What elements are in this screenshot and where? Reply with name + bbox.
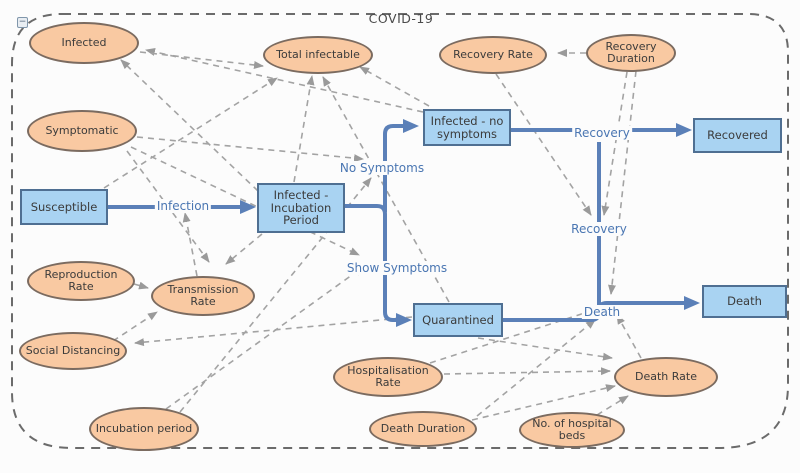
stock-recovered[interactable]: Recovered xyxy=(693,118,782,153)
link-hospitalisation-rate-to-death-rate[interactable] xyxy=(443,367,611,376)
flow-show-symptoms-arrowhead xyxy=(396,313,412,327)
link-incubation-stock-to-transmission-rate[interactable] xyxy=(225,233,263,265)
variable-infected[interactable]: Infected xyxy=(29,22,139,64)
variable-death-duration[interactable]: Death Duration xyxy=(369,411,477,447)
link-death-duration-to-death-rate[interactable] xyxy=(471,384,616,421)
link-incubation-stock-to-total-infectable[interactable] xyxy=(293,75,315,183)
variable-social-distancing[interactable]: Social Distancing xyxy=(19,332,127,370)
stock-quarantined[interactable]: Quarantined xyxy=(413,303,503,337)
variable-reproduction-rate[interactable]: Reproduction Rate xyxy=(27,261,135,301)
link-symptomatic-to-no-symptoms[interactable] xyxy=(136,136,364,163)
link-symptomatic-to-show-symptoms[interactable] xyxy=(130,146,360,256)
flow-recovery-arrowhead xyxy=(676,123,692,137)
link-no-symptoms-stock-to-infected[interactable] xyxy=(145,48,424,113)
link-incubation-period-to-show-symptoms[interactable] xyxy=(165,266,364,410)
flow-label-infection[interactable]: Infection xyxy=(154,199,212,213)
link-recovery-duration-to-recovery-2[interactable] xyxy=(601,71,628,216)
flow-label-recovery-2[interactable]: Recovery xyxy=(569,222,629,236)
link-infected-to-total-infectable[interactable] xyxy=(139,51,264,69)
variable-total-infectable[interactable]: Total infectable xyxy=(263,36,373,74)
link-death-duration-to-death-flow[interactable] xyxy=(476,319,596,417)
page-title: COVID-19 xyxy=(368,11,434,26)
flow-label-death[interactable]: Death xyxy=(581,305,623,319)
stock-infected-incubation-period[interactable]: Infected - Incubation Period xyxy=(257,183,345,233)
link-susceptible-to-total-infectable[interactable] xyxy=(103,77,278,189)
flow-label-no-symptoms[interactable]: No Symptoms xyxy=(337,161,427,175)
link-no-symptoms-stock-to-total-infectable[interactable] xyxy=(359,66,430,107)
link-quarantined-to-death-rate[interactable] xyxy=(477,337,613,361)
flow-death-arrowhead xyxy=(684,296,700,310)
link-death-rate-to-death-flow[interactable] xyxy=(616,314,642,359)
variable-symptomatic[interactable]: Symptomatic xyxy=(27,110,137,152)
variable-death-rate[interactable]: Death Rate xyxy=(614,357,718,397)
variable-transmission-rate[interactable]: Transmission Rate xyxy=(151,276,255,316)
link-recovery-duration-to-death-flow[interactable] xyxy=(608,70,637,295)
flow-pipe-no-symptoms[interactable] xyxy=(383,124,403,212)
collapse-icon: − xyxy=(18,17,27,27)
model-boundary-frame xyxy=(11,13,789,449)
link-hospital-beds-to-death-rate[interactable] xyxy=(596,395,629,416)
link-reproduction-rate-to-transmission-rate[interactable] xyxy=(133,281,149,290)
link-social-distancing-to-transmission-rate[interactable] xyxy=(112,311,158,342)
collapse-group-button[interactable]: − xyxy=(17,17,28,28)
stock-susceptible[interactable]: Susceptible xyxy=(20,189,108,225)
flow-label-show-symptoms[interactable]: Show Symptoms xyxy=(344,261,450,275)
flow-label-recovery[interactable]: Recovery xyxy=(572,126,632,140)
link-quarantined-to-total-infectable[interactable] xyxy=(322,76,450,303)
flow-no-symptoms-arrowhead xyxy=(403,119,419,133)
link-quarantined-to-social-distancing[interactable] xyxy=(134,316,413,347)
variable-recovery-duration[interactable]: Recovery Duration xyxy=(586,34,676,72)
variable-no-of-hospital-beds[interactable]: No. of hospital beds xyxy=(519,412,625,448)
variable-incubation-period[interactable]: Incubation period xyxy=(89,407,199,451)
flow-infection-arrowhead xyxy=(240,200,256,214)
stock-infected-no-symptoms[interactable]: Infected - no symptoms xyxy=(423,109,511,146)
variable-hospitalisation-rate[interactable]: Hospitalisation Rate xyxy=(333,357,443,397)
variable-recovery-rate[interactable]: Recovery Rate xyxy=(439,36,547,74)
link-incubation-stock-to-infected[interactable] xyxy=(120,59,259,192)
stock-death[interactable]: Death xyxy=(702,285,787,318)
